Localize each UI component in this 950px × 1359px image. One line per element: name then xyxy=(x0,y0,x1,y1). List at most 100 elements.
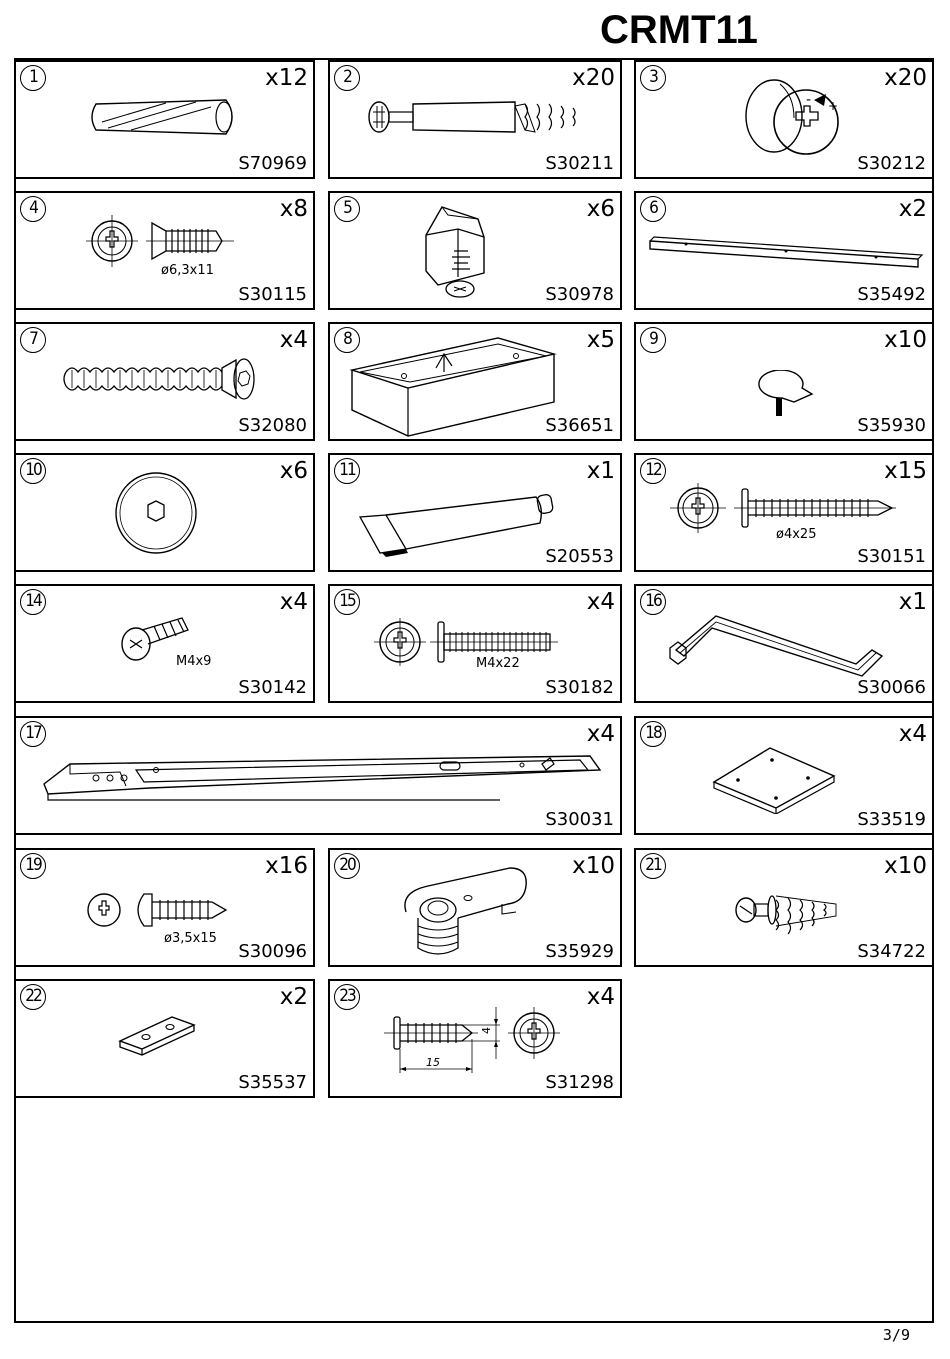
part-quantity: x1 xyxy=(898,589,927,615)
glue-tube-icon xyxy=(358,494,554,557)
part-number: 6 xyxy=(640,196,666,222)
flat-head-screw-icon xyxy=(86,215,234,267)
part-code: S33519 xyxy=(857,809,926,830)
part-number: 2 xyxy=(334,65,360,91)
part-quantity: x12 xyxy=(265,65,308,91)
cam-lock-icon: - + xyxy=(745,79,839,155)
part-dimension: M4x22 xyxy=(476,656,520,671)
part-quantity: x10 xyxy=(884,327,927,353)
part-quantity: x8 xyxy=(279,196,308,222)
part-quantity: x2 xyxy=(279,984,308,1010)
round-head-screw-icon xyxy=(87,893,228,927)
part-card-14: 14 x4 S30142 M4x9 xyxy=(14,584,315,703)
part-card-2: 2 x20 S30211 xyxy=(328,60,622,179)
part-code: S31298 xyxy=(545,1072,614,1093)
dimension-width: 4 xyxy=(480,1027,493,1034)
part-card-7: 7 x4 S32080 xyxy=(14,322,315,441)
part-code: S34722 xyxy=(857,941,926,962)
part-dimension: ø6,3x11 xyxy=(161,263,214,278)
part-card-16: 16 x1 S30066 xyxy=(634,584,934,703)
part-card-9: 9 x10 S35930 xyxy=(634,322,934,441)
allen-key-icon xyxy=(669,615,884,677)
part-dimension: M4x9 xyxy=(176,654,212,669)
part-number: 11 xyxy=(334,458,360,484)
mounting-plate-icon xyxy=(712,747,836,814)
part-quantity: x5 xyxy=(586,327,615,353)
part-number: 12 xyxy=(640,458,666,484)
part-number: 1 xyxy=(20,65,46,91)
part-quantity: x10 xyxy=(884,853,927,879)
part-number: 8 xyxy=(334,327,360,353)
cover-cap-icon xyxy=(115,472,197,554)
part-number: 20 xyxy=(334,853,360,879)
part-code: S30115 xyxy=(238,284,307,305)
part-card-11: 11 x1 S20553 xyxy=(328,453,622,572)
part-code: S30212 xyxy=(857,153,926,174)
drawer-slide-icon xyxy=(43,755,602,801)
machine-screw-short-icon xyxy=(121,617,189,661)
part-dimension: ø4x25 xyxy=(776,527,817,542)
part-card-19: 19 x16 S30096 ø3,5x15 xyxy=(14,848,315,967)
shelf-support-pin-icon xyxy=(758,370,814,416)
part-number: 10 xyxy=(20,458,46,484)
corner-bracket-icon xyxy=(425,206,485,298)
part-quantity: x4 xyxy=(586,721,615,747)
part-number: 5 xyxy=(334,196,360,222)
part-number: 4 xyxy=(20,196,46,222)
part-quantity: x6 xyxy=(586,196,615,222)
part-number: 7 xyxy=(20,327,46,353)
part-card-8: 8 x5 S36651 xyxy=(328,322,622,441)
wafer-screw-icon xyxy=(384,1007,560,1073)
part-code: S30211 xyxy=(545,153,614,174)
part-dimension: ø3,5x15 xyxy=(164,931,217,946)
part-quantity: x4 xyxy=(898,721,927,747)
part-number: 21 xyxy=(640,853,666,879)
part-code: S30142 xyxy=(238,677,307,698)
connector-bolt-icon xyxy=(735,895,837,935)
part-card-20: 20 x10 S35929 xyxy=(328,848,622,967)
part-code: S35930 xyxy=(857,415,926,436)
part-card-10: 10 x6 xyxy=(14,453,315,572)
wood-screw-icon xyxy=(670,483,896,533)
part-quantity: x6 xyxy=(279,458,308,484)
part-code: S30066 xyxy=(857,677,926,698)
part-card-4: 4 x8 S30115 ø6,3x11 xyxy=(14,191,315,310)
page-number: 3/9 xyxy=(882,1326,910,1344)
cam-bolt-icon xyxy=(368,101,576,133)
part-number: 14 xyxy=(20,589,46,615)
part-quantity: x20 xyxy=(572,65,615,91)
part-code: S32080 xyxy=(238,415,307,436)
part-quantity: x16 xyxy=(265,853,308,879)
part-number: 22 xyxy=(20,984,46,1010)
part-quantity: x15 xyxy=(884,458,927,484)
part-code: S35492 xyxy=(857,284,926,305)
dimension-length: 15 xyxy=(426,1056,440,1069)
part-card-1: 1 x12 S70969 xyxy=(14,60,315,179)
part-quantity: x4 xyxy=(279,327,308,353)
part-code: S36651 xyxy=(545,415,614,436)
part-card-15: 15 x4 S30182 M4x22 xyxy=(328,584,622,703)
part-card-3: 3 x20 S30212 - + xyxy=(634,60,934,179)
part-card-23: 23 x4 S31298 15 4 xyxy=(328,979,622,1098)
part-code: S30151 xyxy=(857,546,926,567)
part-code: S35929 xyxy=(545,941,614,962)
confirmat-screw-icon xyxy=(63,358,255,400)
part-code: S70969 xyxy=(238,153,307,174)
part-code: S30096 xyxy=(238,941,307,962)
small-plate-icon xyxy=(118,1016,196,1056)
part-card-6: 6 x2 S35492 xyxy=(634,191,934,310)
part-number: 9 xyxy=(640,327,666,353)
part-code: S20553 xyxy=(545,546,614,567)
metal-rail-icon xyxy=(649,236,924,268)
part-number: 17 xyxy=(20,721,46,747)
part-number: 16 xyxy=(640,589,666,615)
eccentric-connector-icon xyxy=(404,867,527,955)
part-quantity: x4 xyxy=(586,589,615,615)
part-code: S30978 xyxy=(545,284,614,305)
part-card-18: 18 x4 S33519 xyxy=(634,716,934,835)
part-card-12: 12 x15 S30151 ø4x25 xyxy=(634,453,934,572)
part-number: 23 xyxy=(334,984,360,1010)
wooden-dowel-icon xyxy=(91,99,233,135)
part-quantity: x1 xyxy=(586,458,615,484)
part-number: 18 xyxy=(640,721,666,747)
